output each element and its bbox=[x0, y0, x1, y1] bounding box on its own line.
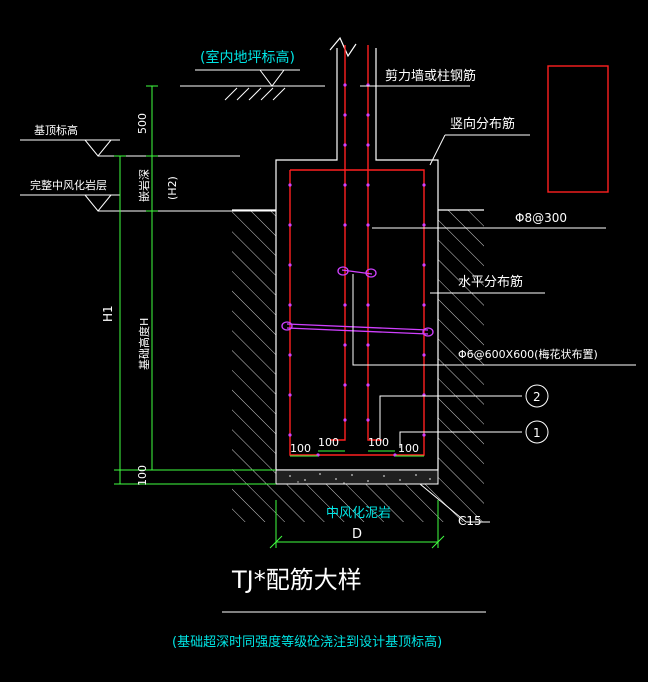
rock-level-label: 完整中风化岩层 bbox=[30, 178, 107, 192]
horizontal-rebar-label: 水平分布筋 bbox=[458, 274, 523, 290]
vertical-rebar-label: 竖向分布筋 bbox=[450, 116, 515, 132]
dim-500: 500 bbox=[136, 113, 149, 134]
foundation-top-label: 基顶标高 bbox=[34, 123, 78, 137]
dim-H2: (H2) bbox=[166, 176, 179, 200]
drawing-note: (基础超深时同强度等级砼浇注到设计基顶标高) bbox=[172, 634, 442, 650]
dim-100-a: 100 bbox=[290, 442, 311, 455]
dim-100-d: 100 bbox=[398, 442, 419, 455]
dim-100-bottom: 100 bbox=[136, 465, 149, 486]
shear-wall-label: 剪力墙或柱钢筋 bbox=[385, 68, 476, 84]
marker-2: 2 bbox=[533, 390, 541, 404]
rock-label: 中风化泥岩 bbox=[326, 506, 391, 521]
callout-circles bbox=[525, 384, 549, 444]
rebar-spec-1: Φ8@300 bbox=[515, 211, 567, 225]
concrete-cushion bbox=[275, 469, 439, 485]
dim-H-label: 基础高度H bbox=[137, 318, 151, 370]
dim-100-c: 100 bbox=[368, 436, 389, 449]
dim-D: D bbox=[352, 527, 362, 542]
dim-H2-label: 嵌岩深 bbox=[137, 169, 151, 202]
dim-100-b: 100 bbox=[318, 436, 339, 449]
floor-ground-line bbox=[180, 69, 325, 101]
foundation-top-marker bbox=[20, 139, 240, 157]
dim-H1: H1 bbox=[101, 305, 115, 322]
rock-level-marker bbox=[20, 194, 276, 212]
indoor-floor-label: (室内地坪标高) bbox=[200, 49, 295, 66]
rebar-dots bbox=[288, 83, 426, 457]
dimension-lines bbox=[114, 85, 445, 549]
drawing-title: TJ*配筋大样 bbox=[231, 566, 362, 594]
marker-1: 1 bbox=[533, 426, 541, 440]
tie-bars bbox=[281, 266, 434, 337]
rebar-cage bbox=[289, 45, 609, 456]
concrete-grade: C15 bbox=[458, 514, 482, 528]
leader-lines bbox=[222, 85, 636, 613]
rebar-spec-2: Φ6@600X600(梅花状布置) bbox=[458, 347, 598, 361]
